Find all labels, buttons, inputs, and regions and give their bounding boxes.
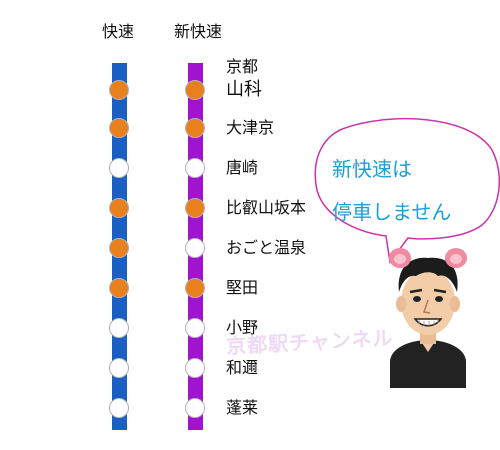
rapid-stop-marker [109, 358, 129, 378]
bubble-line-1: 新快速は [332, 157, 412, 181]
rapid-header: 快速 [102, 22, 135, 41]
station-label: 京都 [226, 57, 259, 76]
rapid-stop-marker [109, 318, 129, 338]
new-rapid-stop-marker [185, 198, 205, 218]
station-label: おごと温泉 [226, 238, 307, 257]
new-rapid-stop-marker [185, 398, 205, 418]
station-label: 堅田 [226, 278, 259, 297]
new-rapid-header: 新快速 [174, 22, 223, 41]
station-label: 唐崎 [226, 158, 259, 177]
new-rapid-stop-marker [185, 278, 205, 298]
new-rapid-stop-marker [185, 318, 205, 338]
station-label: 小野 [226, 318, 259, 337]
rapid-stop-marker [109, 158, 129, 178]
new-rapid-stop-marker [185, 118, 205, 138]
new-rapid-stop-marker [185, 358, 205, 378]
mascot-avatar-icon [389, 248, 467, 388]
station-label: 和邇 [226, 358, 259, 377]
rapid-stop-marker [109, 80, 129, 100]
rapid-stop-marker [109, 398, 129, 418]
station-label: 蓬莱 [226, 398, 259, 417]
new-rapid-stop-marker [185, 158, 205, 178]
station-label: 比叡山坂本 [226, 198, 307, 217]
rapid-stop-marker [109, 278, 129, 298]
rapid-stop-marker [109, 118, 129, 138]
rapid-stop-marker [109, 198, 129, 218]
speech-bubble-outline [314, 117, 500, 264]
station-label: 山科 [226, 79, 262, 100]
new-rapid-stop-marker [185, 238, 205, 258]
station-label: 大津京 [226, 118, 275, 137]
bubble-line-2: 停車しません [332, 200, 452, 224]
rapid-stop-marker [109, 238, 129, 258]
new-rapid-stop-marker [185, 80, 205, 100]
